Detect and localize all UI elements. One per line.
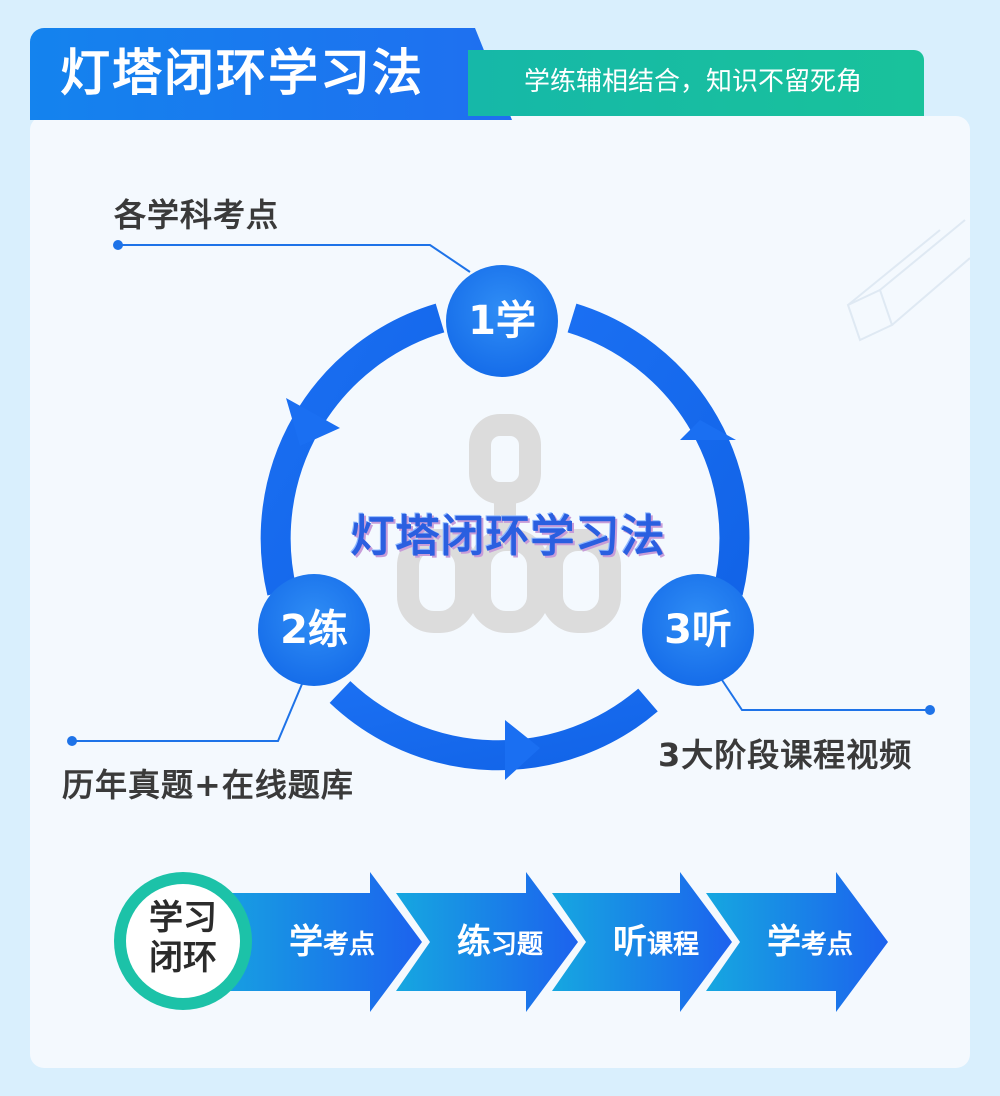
flow-arrow-4	[706, 872, 888, 1012]
arc-bottom	[329, 681, 658, 771]
connector-1	[118, 244, 471, 273]
connector-2	[72, 683, 303, 742]
connector-dot-3	[925, 705, 935, 715]
node-listen: 3听	[642, 574, 754, 686]
node-practice-desc: 历年真题+在线题库	[62, 766, 354, 804]
flow-badge-line2: 闭环	[149, 938, 217, 978]
arrow-left	[286, 398, 340, 446]
center-title: 灯塔闭环学习法	[350, 511, 666, 562]
flow-step-4: 学考点	[766, 922, 853, 962]
node-practice: 2练	[258, 574, 370, 686]
watermark-icon	[397, 414, 621, 633]
page-subtitle: 学练辅相结合，知识不留死角	[524, 67, 863, 97]
flow-step-1: 学考点	[288, 922, 375, 962]
flow-badge-line1: 学习	[149, 898, 217, 938]
connector-dot-2	[67, 736, 77, 746]
flow-arrow-1	[200, 872, 422, 1012]
flow-badge	[126, 884, 240, 998]
subtitle-bar	[468, 50, 924, 116]
decorative-wireframe-icon	[846, 219, 970, 342]
flow-arrow-2	[396, 872, 578, 1012]
connector-3	[721, 679, 930, 711]
flow-arrow-3	[552, 872, 732, 1012]
node-listen-desc: 3大阶段课程视频	[658, 736, 913, 774]
arrow-bottom	[505, 720, 540, 780]
node-learn-desc: 各学科考点	[114, 196, 280, 234]
arrow-right	[680, 420, 736, 440]
connector-dot-1	[113, 240, 123, 250]
flow-step-2: 练习题	[456, 922, 543, 962]
node-learn: 1学	[446, 265, 558, 377]
page-title: 灯塔闭环学习法	[60, 44, 424, 102]
flow-badge-text: 学习 闭环	[126, 898, 240, 978]
title-tab	[30, 28, 512, 120]
flow-step-3: 听课程	[612, 922, 699, 962]
